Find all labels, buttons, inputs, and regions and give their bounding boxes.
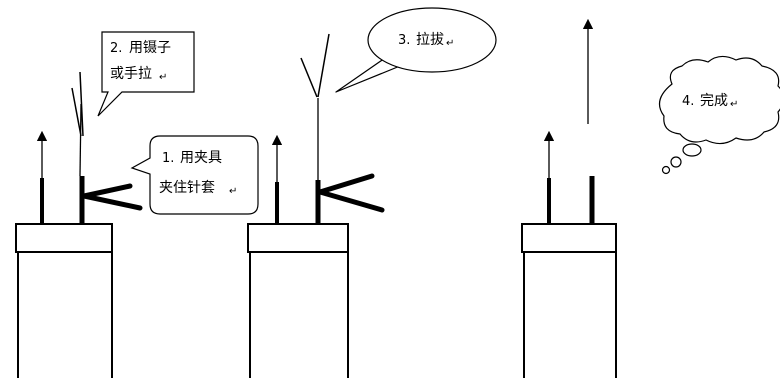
clamp-jaw-lower [84,196,140,208]
step-1-line-1: 用夹具 [180,150,222,166]
step-3-return-mark: ↵ [446,38,454,49]
step-3-number: 3. [398,33,410,48]
device-cap [16,224,112,252]
callout-step-3: 3. 拉拔 ↵ [336,8,496,92]
stage-1-device [16,72,140,378]
device-body [250,250,348,378]
clamp-jaw-upper [320,176,372,192]
thought-dot [663,167,670,174]
step-1-return-mark: ↵ [229,186,237,197]
tweezer-left-arm [301,58,317,97]
device-cap [522,224,616,252]
stage-3-device [522,24,616,378]
step-1-number: 1. [162,151,174,166]
needle-wire [80,104,81,176]
step-4-number: 4. [682,94,694,109]
callout-bubble [132,136,258,214]
step-2-number: 2. [110,41,122,56]
step-3-line-1: 拉拔 [416,32,444,48]
callout-step-2: 2. 用镊子 或手拉 ↵ [98,32,194,116]
callout-step-4: 4. 完成 ↵ [660,56,780,173]
thought-dot [683,144,701,156]
step-2-return-mark: ↵ [159,72,167,83]
step-1-line-2: 夹住针套 [159,180,215,196]
clamp-jaw-upper [84,186,130,196]
thought-dot [671,157,681,167]
step-4-return-mark: ↵ [730,99,738,110]
step-2-line-1: 用镊子 [129,40,171,56]
step-2-line-2: 或手拉 [110,66,152,82]
clamp-jaw-lower [320,192,382,210]
tweezer-left-arm [72,88,81,136]
device-cap [248,224,348,252]
device-body [524,250,616,378]
device-body [18,250,112,378]
step-4-line-1: 完成 [700,93,728,109]
callout-step-1: 1. 用夹具 夹住针套 ↵ [132,136,258,214]
stage-2-device [248,34,382,378]
tweezer-right-arm [318,34,329,97]
